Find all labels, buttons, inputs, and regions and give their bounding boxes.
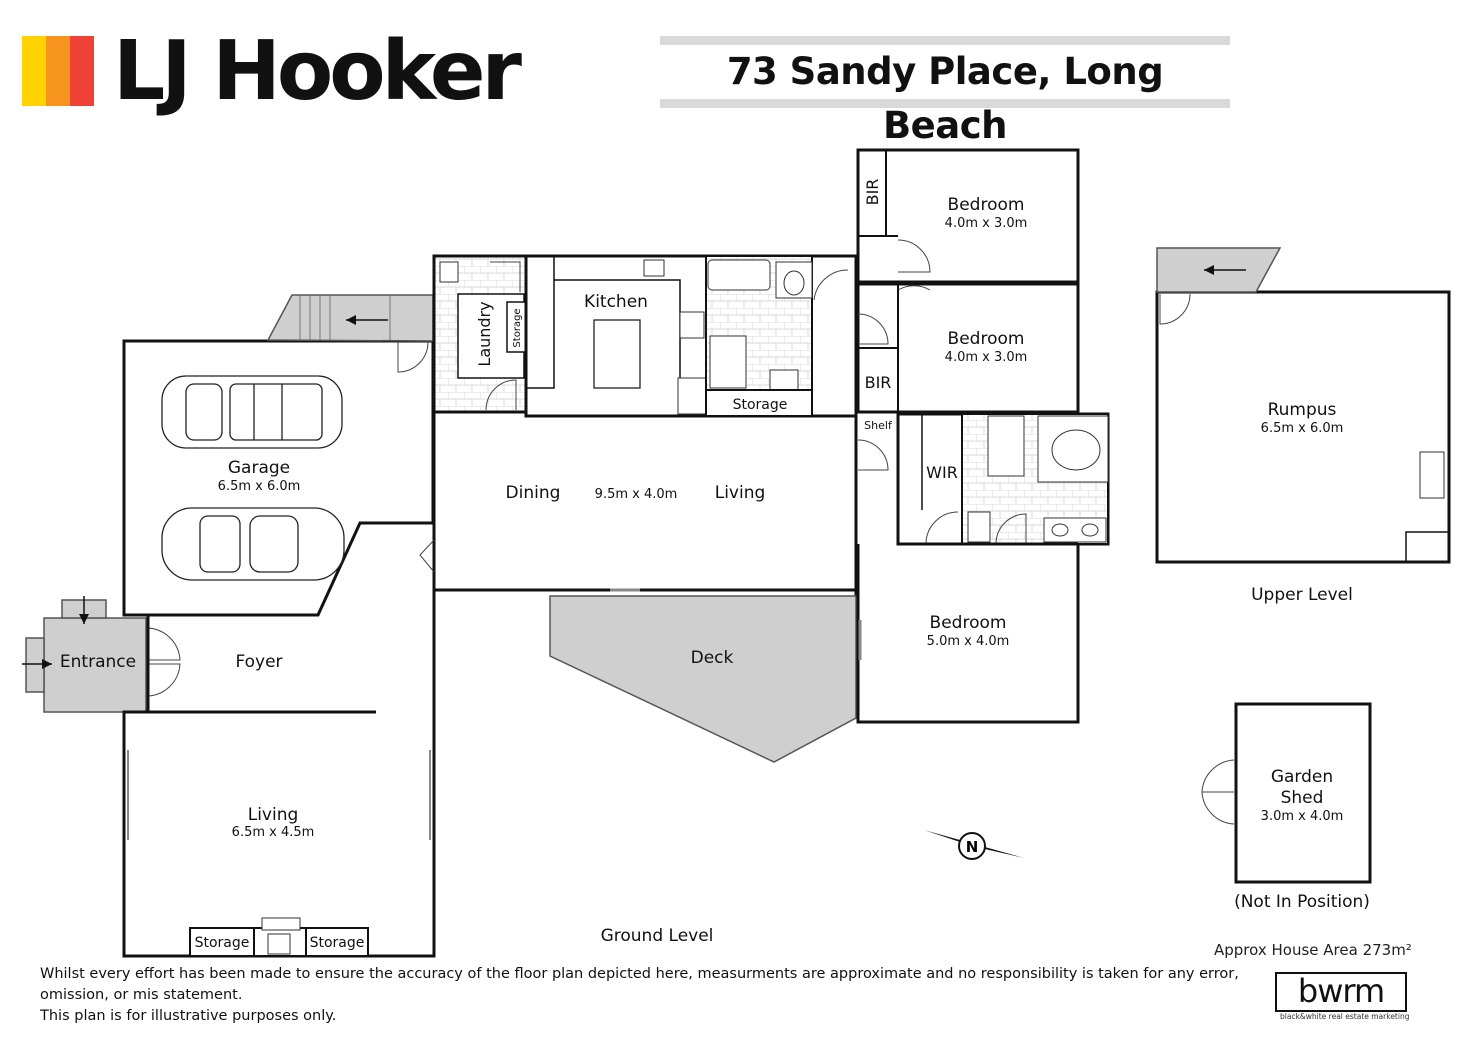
bir1-label: BIR [863, 179, 882, 206]
bir2-label: BIR [865, 373, 892, 392]
shed-dims: 3.0m x 4.0m [1261, 809, 1344, 824]
garage-room [122, 294, 435, 617]
laundry-room [432, 254, 528, 414]
foyer-label: Foyer [235, 652, 282, 672]
ground-level-label: Ground Level [601, 926, 714, 946]
bedroom2-label: Bedroom [948, 329, 1025, 349]
logo-stripe-orange [46, 36, 70, 106]
disclaimer-line-1: Whilst every effort has been made to ens… [40, 966, 1239, 1003]
storage-right-label: Storage [310, 935, 365, 951]
living-lower-dims: 6.5m x 4.5m [232, 825, 315, 840]
brand-name: LJ Hooker [113, 24, 522, 119]
kitchen-storage-label: Storage [733, 397, 788, 413]
marketing-logo-text: bwrm [1297, 972, 1385, 1010]
rumpus-dims: 6.5m x 6.0m [1261, 421, 1344, 436]
living-main-label: Living [715, 483, 766, 503]
entrance-label: Entrance [60, 652, 136, 672]
disclaimer: Whilst every effort has been made to ens… [40, 964, 1270, 1027]
shelf-label: Shelf [864, 419, 893, 432]
logo-stripe-red [70, 36, 94, 106]
address-banner: 73 Sandy Place, Long Beach [660, 36, 1230, 147]
shed-label-1: Garden [1271, 767, 1333, 787]
laundry-label: Laundry [475, 301, 494, 366]
property-address: 73 Sandy Place, Long Beach [726, 50, 1164, 147]
wir-label: WIR [926, 463, 958, 482]
bedroom3-dims: 5.0m x 4.0m [927, 634, 1010, 649]
deck-label: Deck [691, 648, 734, 668]
dining-label: Dining [506, 483, 561, 503]
bedroom1-label: Bedroom [948, 195, 1025, 215]
garden-shed [1201, 702, 1372, 884]
car-van-icon [161, 375, 343, 449]
svg-text:N: N [966, 838, 979, 856]
compass-icon: N [924, 830, 1024, 860]
rumpus-label: Rumpus [1268, 400, 1337, 420]
shed-note: (Not In Position) [1234, 892, 1370, 912]
deck-area [549, 595, 857, 763]
storage-left-label: Storage [195, 935, 250, 951]
living-lower-label: Living [248, 805, 299, 825]
bathroom-main [705, 255, 849, 417]
upper-level-label: Upper Level [1251, 585, 1353, 605]
bedroom1-dims: 4.0m x 3.0m [945, 216, 1028, 231]
foyer-lower-living [122, 590, 436, 958]
car-sedan-icon [161, 507, 345, 581]
disclaimer-line-2: This plan is for illustrative purposes o… [40, 1008, 337, 1024]
marketing-tagline: black&white real estate marketing [1280, 1012, 1410, 1021]
entrance-area [22, 596, 181, 713]
laundry-storage-label: Storage [512, 308, 523, 347]
kitchen-label: Kitchen [584, 292, 648, 312]
living-main-dims: 9.5m x 4.0m [595, 487, 678, 502]
dining-living-room [419, 256, 858, 600]
brand-logo [22, 36, 94, 106]
bedroom-wing [856, 148, 1110, 724]
shed-label-2: Shed [1281, 788, 1324, 808]
approx-house-area: Approx House Area 273m² [1214, 941, 1412, 959]
garage-label: Garage [228, 458, 290, 478]
marketing-logo: bwrm [1275, 972, 1407, 1012]
logo-stripe-yellow [22, 36, 46, 106]
rumpus-room [1155, 247, 1451, 564]
bedroom3-label: Bedroom [930, 613, 1007, 633]
bedroom2-dims: 4.0m x 3.0m [945, 350, 1028, 365]
garage-dims: 6.5m x 6.0m [218, 479, 301, 494]
